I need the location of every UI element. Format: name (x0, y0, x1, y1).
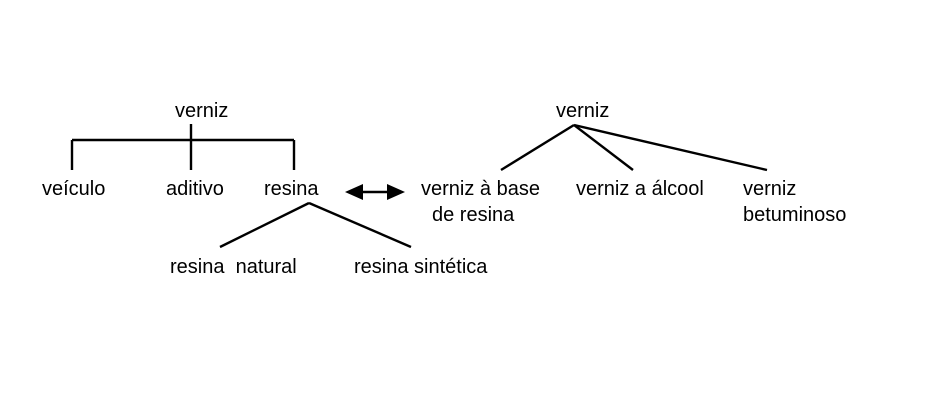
right-branch-resina (500, 123, 575, 172)
left-root-label: verniz (175, 100, 228, 122)
node-verniz-base-resina-line2: de resina (432, 204, 515, 226)
node-veiculo: veículo (42, 178, 105, 200)
right-tree: verniz verniz à base de resina verniz a … (421, 100, 846, 226)
node-verniz-alcool: verniz a álcool (576, 178, 704, 200)
double-headed-arrow-icon (345, 184, 405, 200)
node-aditivo: aditivo (166, 178, 224, 200)
node-resina-natural: resina natural (170, 256, 297, 278)
right-branch-betuminoso (573, 123, 768, 172)
resina-branch-natural (219, 201, 310, 249)
resina-branch-sintetica (308, 201, 412, 249)
node-verniz-betuminoso-line1: verniz (743, 178, 796, 200)
node-resina-sintetica: resina sintética (354, 256, 488, 278)
node-verniz-base-resina-line1: verniz à base (421, 178, 540, 200)
right-root-label: verniz (556, 100, 609, 122)
node-verniz-betuminoso-line2: betuminoso (743, 204, 846, 226)
right-branch-alcool (573, 124, 634, 171)
left-tree: verniz veículo aditivo resina resina nat… (42, 100, 488, 278)
node-resina: resina (264, 178, 319, 200)
